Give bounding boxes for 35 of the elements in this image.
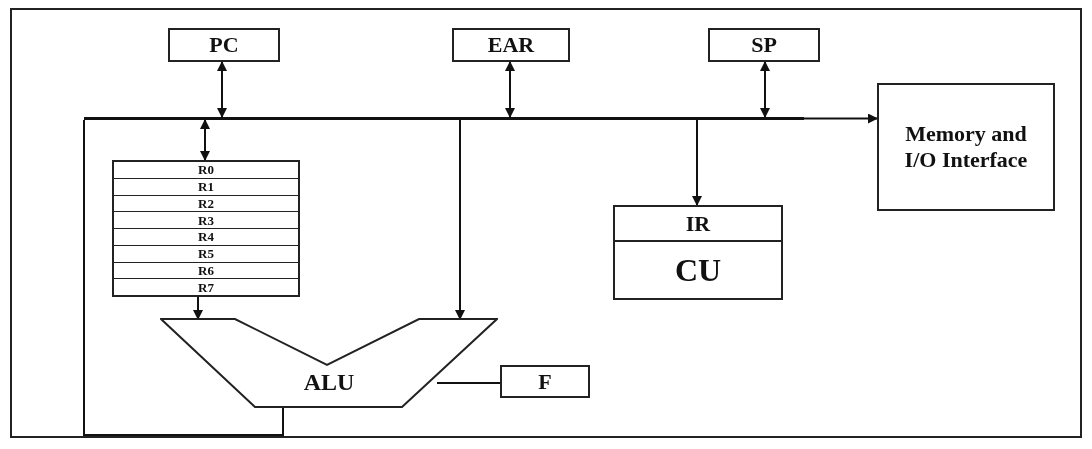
arrow (455, 119, 465, 320)
register-name: SP (751, 32, 777, 58)
register-name: EAR (487, 32, 535, 58)
alu-label: ALU (303, 368, 355, 396)
register-name: R4 (114, 228, 298, 245)
register-box (452, 28, 570, 62)
unit-label: CU (673, 250, 723, 290)
register-box (708, 28, 820, 62)
control-unit-box (613, 205, 783, 300)
register-name: R1 (114, 177, 298, 195)
register-name: R0 (197, 162, 215, 178)
register-box (168, 28, 280, 62)
bus-line (84, 117, 804, 120)
register-name: R2 (114, 194, 298, 212)
box-label: Memory and I/O Interface (903, 120, 1029, 174)
arrow (193, 296, 203, 320)
register-name: F (538, 368, 552, 395)
arrow (803, 113, 878, 124)
alu-shape (160, 318, 498, 408)
register-name: R5 (114, 244, 298, 262)
register-name: IR (615, 207, 781, 242)
arrow (760, 61, 770, 118)
register-name: R6 (114, 261, 298, 279)
register-name: PC (209, 32, 239, 58)
register-name: R3 (114, 211, 298, 228)
flag-register-box (500, 365, 590, 398)
arrow (505, 61, 515, 118)
arrow (692, 119, 702, 206)
register-file (112, 160, 300, 297)
memory-box (877, 83, 1055, 211)
register-name: R7 (114, 278, 298, 295)
arrow (217, 61, 227, 118)
connector-line (436, 382, 501, 384)
connector-line (83, 119, 284, 436)
arrow (200, 119, 210, 161)
